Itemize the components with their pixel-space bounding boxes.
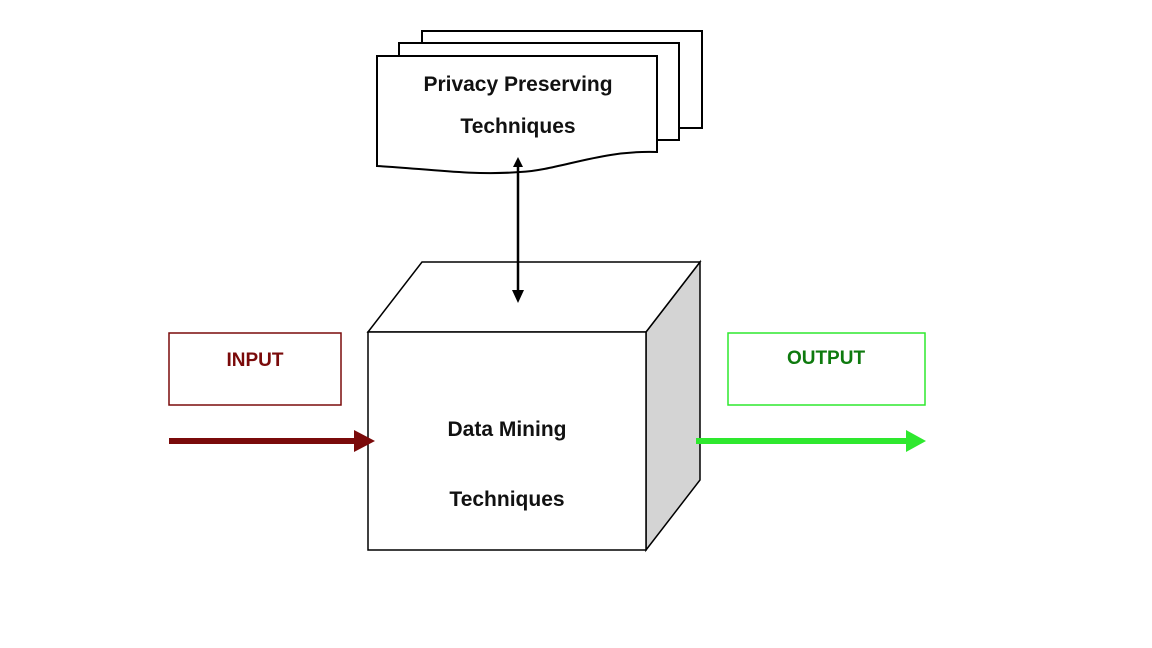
arrow-head-down [512,290,524,303]
output-box [727,332,926,406]
privacy-label-line1: Privacy Preserving [423,73,612,96]
input-label: INPUT [227,350,284,371]
privacy-preserving-documents: Privacy Preserving Techniques [376,30,703,175]
input-arrow-head [354,430,375,452]
privacy-label-line2: Techniques [460,115,575,138]
data-mining-cube: Data Mining Techniques [366,259,702,553]
mining-label-line2: Techniques [449,488,564,511]
mining-label-line1: Data Mining [448,418,567,441]
output-group: OUTPUT [696,332,926,452]
output-label: OUTPUT [787,348,866,369]
cube-front-face [367,331,647,551]
input-box [168,332,342,406]
output-arrow-head [906,430,926,452]
cube-top-face [366,261,702,333]
input-group: INPUT [168,332,375,452]
